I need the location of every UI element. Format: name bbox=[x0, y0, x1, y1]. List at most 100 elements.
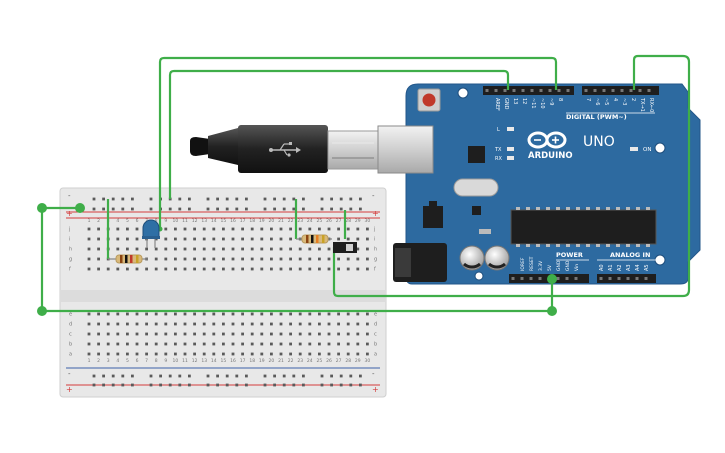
rail-hole[interactable] bbox=[111, 374, 115, 378]
terminal-hole[interactable] bbox=[289, 267, 292, 271]
terminal-hole[interactable] bbox=[97, 247, 100, 251]
rail-hole[interactable] bbox=[263, 197, 267, 201]
terminal-hole[interactable] bbox=[87, 342, 91, 346]
rail-hole[interactable] bbox=[292, 207, 296, 211]
terminal-hole[interactable] bbox=[164, 227, 168, 231]
rail-hole[interactable] bbox=[245, 383, 248, 387]
terminal-hole[interactable] bbox=[298, 227, 302, 231]
rail-hole[interactable] bbox=[302, 197, 305, 201]
terminal-hole[interactable] bbox=[126, 227, 129, 231]
header-pin[interactable] bbox=[638, 89, 642, 92]
terminal-hole[interactable] bbox=[298, 247, 302, 251]
terminal-hole[interactable] bbox=[222, 257, 225, 261]
terminal-hole[interactable] bbox=[260, 267, 264, 271]
terminal-hole[interactable] bbox=[356, 332, 360, 336]
terminal-hole[interactable] bbox=[174, 257, 177, 261]
header-pin[interactable] bbox=[538, 277, 542, 280]
rail-hole[interactable] bbox=[206, 197, 210, 201]
header-pin[interactable] bbox=[565, 277, 569, 280]
terminal-hole[interactable] bbox=[231, 267, 235, 271]
rail-hole[interactable] bbox=[92, 374, 96, 378]
wire-pin2-switch[interactable] bbox=[332, 54, 691, 298]
terminal-hole[interactable] bbox=[87, 322, 91, 326]
terminal-hole[interactable] bbox=[116, 332, 120, 336]
rail-hole[interactable] bbox=[292, 197, 296, 201]
terminal-hole[interactable] bbox=[346, 352, 350, 356]
terminal-hole[interactable] bbox=[260, 322, 264, 326]
terminal-hole[interactable] bbox=[126, 237, 129, 241]
header-pin[interactable] bbox=[635, 277, 639, 280]
terminal-hole[interactable] bbox=[308, 247, 312, 251]
rail-hole[interactable] bbox=[111, 207, 115, 211]
rail-hole[interactable] bbox=[359, 374, 362, 378]
terminal-hole[interactable] bbox=[174, 267, 177, 271]
usb-plug-body[interactable] bbox=[238, 125, 328, 173]
terminal-hole[interactable] bbox=[183, 322, 187, 326]
terminal-hole[interactable] bbox=[183, 332, 187, 336]
terminal-hole[interactable] bbox=[250, 267, 254, 271]
rail-hole[interactable] bbox=[292, 383, 296, 387]
rail-hole[interactable] bbox=[121, 374, 125, 378]
terminal-hole[interactable] bbox=[193, 322, 196, 326]
rail-hole[interactable] bbox=[245, 197, 248, 201]
terminal-hole[interactable] bbox=[289, 352, 292, 356]
terminal-hole[interactable] bbox=[135, 332, 139, 336]
rail-hole[interactable] bbox=[102, 383, 105, 387]
terminal-hole[interactable] bbox=[318, 247, 321, 251]
terminal-hole[interactable] bbox=[279, 352, 283, 356]
rail-hole[interactable] bbox=[216, 197, 219, 201]
rail-hole[interactable] bbox=[292, 374, 296, 378]
terminal-hole[interactable] bbox=[250, 312, 254, 316]
header-pin[interactable] bbox=[599, 277, 603, 280]
terminal-hole[interactable] bbox=[154, 322, 158, 326]
terminal-hole[interactable] bbox=[270, 312, 273, 316]
rail-hole[interactable] bbox=[131, 383, 134, 387]
terminal-hole[interactable] bbox=[145, 332, 148, 336]
terminal-hole[interactable] bbox=[183, 312, 187, 316]
terminal-hole[interactable] bbox=[116, 352, 120, 356]
terminal-hole[interactable] bbox=[260, 342, 264, 346]
terminal-hole[interactable] bbox=[231, 237, 235, 241]
rail-hole[interactable] bbox=[273, 197, 276, 201]
terminal-hole[interactable] bbox=[289, 247, 292, 251]
rail-hole[interactable] bbox=[320, 383, 324, 387]
terminal-hole[interactable] bbox=[356, 322, 360, 326]
terminal-hole[interactable] bbox=[212, 332, 216, 336]
terminal-hole[interactable] bbox=[241, 312, 244, 316]
terminal-hole[interactable] bbox=[279, 322, 283, 326]
terminal-hole[interactable] bbox=[356, 312, 360, 316]
header-pin[interactable] bbox=[512, 89, 516, 92]
terminal-hole[interactable] bbox=[222, 342, 225, 346]
terminal-hole[interactable] bbox=[212, 257, 216, 261]
terminal-hole[interactable] bbox=[279, 247, 283, 251]
rail-hole[interactable] bbox=[178, 197, 182, 201]
terminal-hole[interactable] bbox=[126, 312, 129, 316]
terminal-hole[interactable] bbox=[356, 257, 360, 261]
terminal-hole[interactable] bbox=[174, 322, 177, 326]
terminal-hole[interactable] bbox=[193, 267, 196, 271]
rail-hole[interactable] bbox=[235, 207, 239, 211]
terminal-hole[interactable] bbox=[337, 352, 340, 356]
rail-hole[interactable] bbox=[339, 197, 343, 201]
terminal-hole[interactable] bbox=[164, 312, 168, 316]
terminal-hole[interactable] bbox=[174, 342, 177, 346]
terminal-hole[interactable] bbox=[164, 342, 168, 346]
rail-hole[interactable] bbox=[178, 207, 182, 211]
terminal-hole[interactable] bbox=[270, 352, 273, 356]
terminal-hole[interactable] bbox=[241, 332, 244, 336]
terminal-hole[interactable] bbox=[337, 257, 340, 261]
rail-hole[interactable] bbox=[188, 207, 191, 211]
terminal-hole[interactable] bbox=[337, 322, 340, 326]
terminal-hole[interactable] bbox=[318, 267, 321, 271]
terminal-hole[interactable] bbox=[327, 342, 331, 346]
rail-hole[interactable] bbox=[273, 383, 276, 387]
slide-switch[interactable] bbox=[333, 242, 357, 253]
terminal-hole[interactable] bbox=[231, 257, 235, 261]
rail-hole[interactable] bbox=[131, 207, 134, 211]
terminal-hole[interactable] bbox=[87, 237, 91, 241]
terminal-hole[interactable] bbox=[135, 227, 139, 231]
terminal-hole[interactable] bbox=[116, 322, 120, 326]
terminal-hole[interactable] bbox=[145, 312, 148, 316]
terminal-hole[interactable] bbox=[366, 247, 369, 251]
terminal-hole[interactable] bbox=[202, 322, 206, 326]
